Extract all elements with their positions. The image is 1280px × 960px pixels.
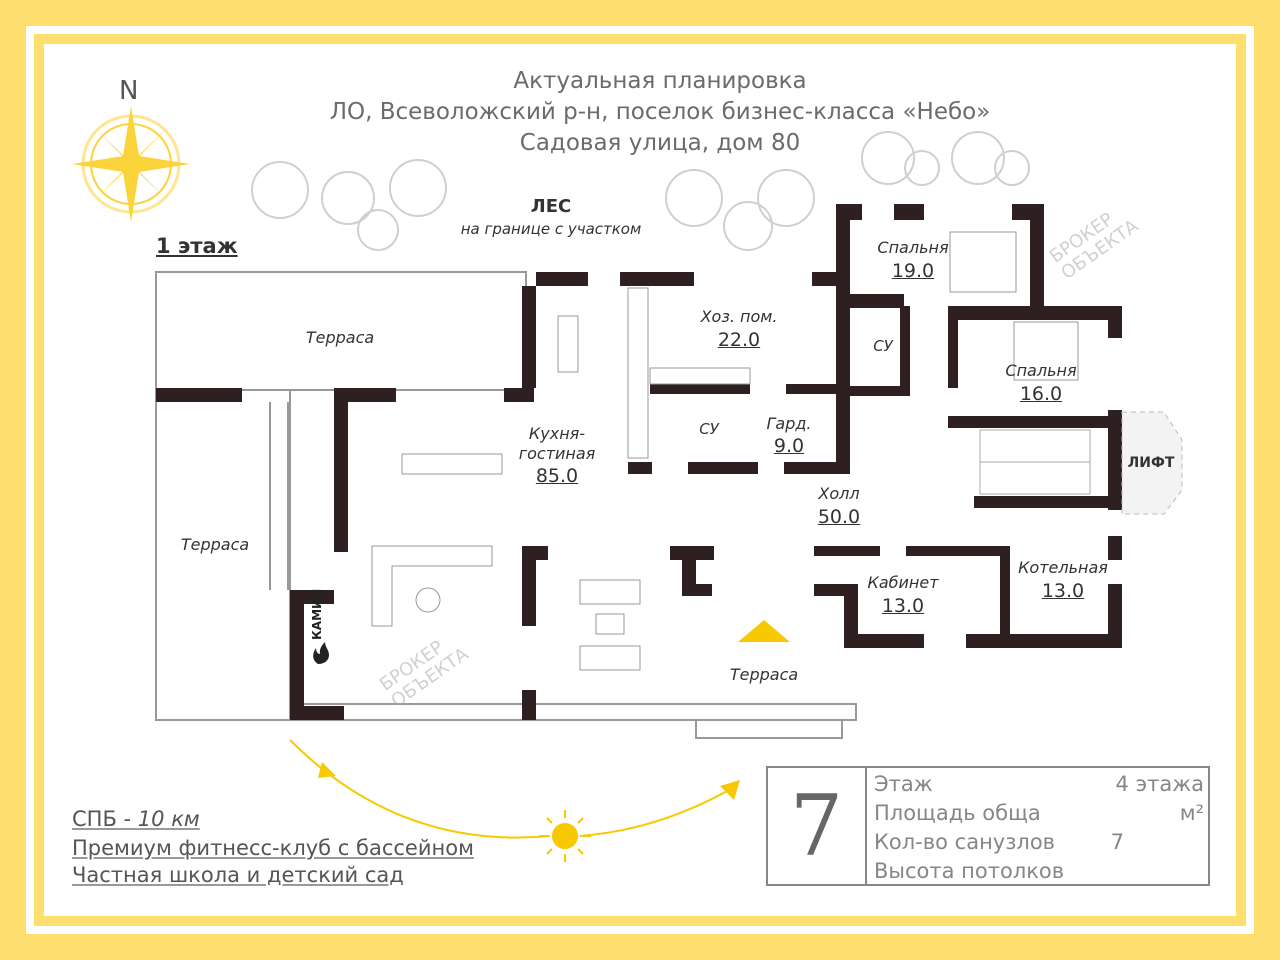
room-kitchen-name-1: Кухня- <box>528 424 586 443</box>
nearby-school[interactable]: Частная школа и детский сад <box>72 863 404 887</box>
room-utility-name: Хоз. пом. <box>700 307 778 326</box>
fire-icon <box>313 642 329 664</box>
forest-title: ЛЕС <box>530 196 572 217</box>
room-bedroom2-area: 16.0 <box>1019 383 1063 405</box>
lift-shape <box>1121 411 1183 515</box>
sun-path <box>289 739 551 839</box>
furniture <box>371 231 1079 671</box>
room-kitchen-area: 85.0 <box>535 465 579 487</box>
info-row-ceiling: Высота потолков <box>874 859 1065 883</box>
header-line3: Садовая улица, дом 80 <box>519 130 801 156</box>
fireplace-label: КАМИН <box>310 588 324 640</box>
plan-canvas <box>44 44 1236 916</box>
room-wardrobe-area: 9.0 <box>773 435 805 457</box>
compass-north-label: N <box>119 76 139 106</box>
room-kitchen-name-2: гостиная <box>518 444 596 463</box>
floor-label: 1 этаж <box>156 234 238 258</box>
compass-icon <box>72 106 190 222</box>
room-terrace-top: Терраса <box>305 328 375 347</box>
room-utility-area: 22.0 <box>717 329 761 351</box>
room-boiler-area: 13.0 <box>1041 580 1085 602</box>
walls <box>156 204 1122 720</box>
room-office-name: Кабинет <box>867 573 939 592</box>
room-terrace-bottom: Терраса <box>729 665 799 684</box>
room-bath2-name: СУ <box>699 420 719 438</box>
header-line1: Актуальная планировка <box>513 68 807 94</box>
sun-icon <box>539 810 591 862</box>
info-number: 7 <box>768 768 867 884</box>
room-terrace-left: Терраса <box>180 535 250 554</box>
sun-path <box>579 785 737 837</box>
room-wardrobe-name: Гард. <box>766 414 812 433</box>
room-boiler-name: Котельная <box>1018 558 1108 577</box>
room-bedroom1-name: Спальня <box>877 238 949 257</box>
arrow-icon <box>318 762 336 778</box>
room-hall-area: 50.0 <box>817 506 861 528</box>
entrance-marker-icon <box>738 620 790 642</box>
lift-label: ЛИФТ <box>1127 455 1175 471</box>
room-office-area: 13.0 <box>881 595 925 617</box>
nearby-fitness[interactable]: Премиум фитнесс-клуб с бассейном <box>72 836 474 860</box>
forest-subtitle: на границе с участком <box>460 220 642 238</box>
room-bath1-name: СУ <box>873 337 893 355</box>
room-bedroom1-area: 19.0 <box>891 260 935 282</box>
tree-icons <box>251 131 1030 251</box>
nearby-spb[interactable]: СПБ - 10 км <box>72 807 200 831</box>
arrow-icon <box>720 780 740 800</box>
room-hall-name: Холл <box>818 484 860 503</box>
room-bedroom2-name: Спальня <box>1005 361 1077 380</box>
header-line2: ЛО, Всеволожский р-н, поселок бизнес-кла… <box>329 99 991 125</box>
stairs <box>979 429 1091 495</box>
